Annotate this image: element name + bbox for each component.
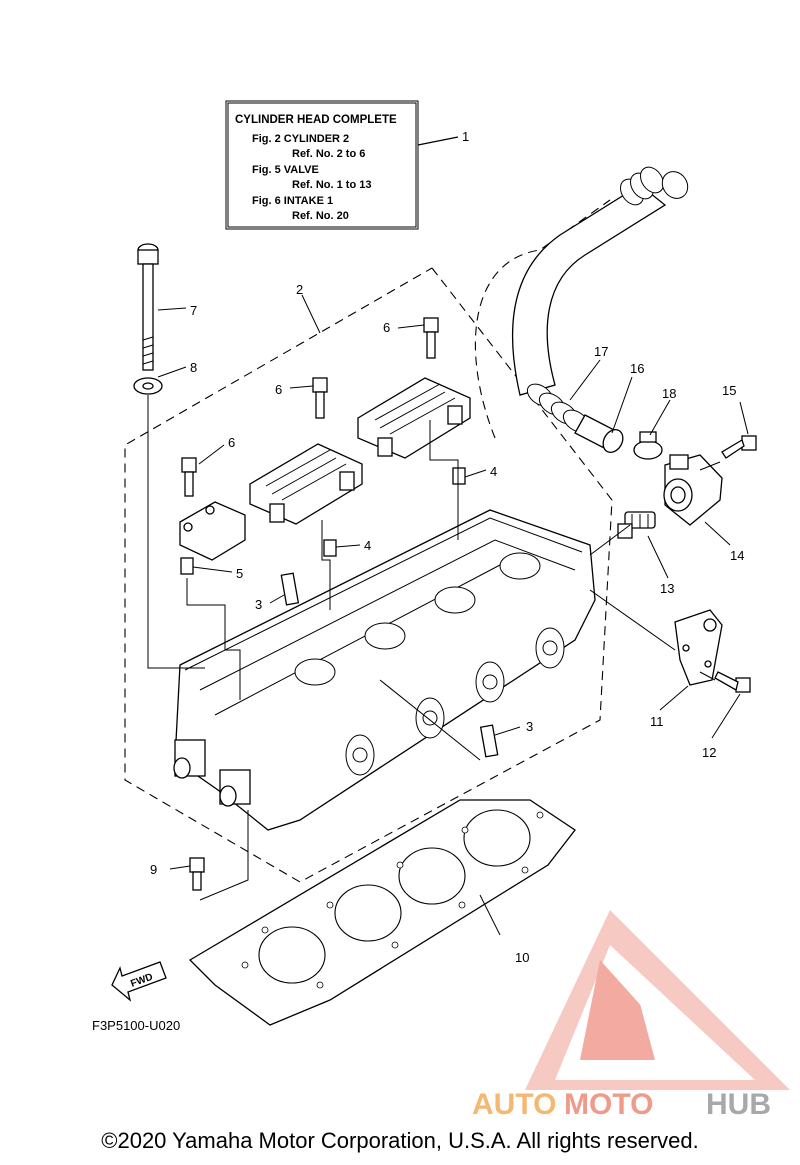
plug-3-a [280,572,300,606]
dowel-pin-4-a [452,467,466,485]
legend-title: CYLINDER HEAD COMPLETE [235,114,397,126]
callout-4-b: 4 [364,538,371,553]
legend-line-2-fig: Fig. 5 VALVE [252,164,319,176]
bolt-12 [714,671,751,693]
leader-1 [417,136,459,146]
copyright-notice: ©2020 Yamaha Motor Corporation, U.S.A. A… [101,1128,699,1153]
legend-line-3-ref: Ref. No. 20 [292,210,349,222]
callout-10: 10 [515,950,529,965]
plug-3-b [479,724,499,758]
bolt-15 [721,435,757,459]
bolt-6-a [423,317,439,359]
temperature-sensor [617,511,656,539]
callout-16: 16 [630,361,644,376]
callout-9: 9 [150,862,157,877]
callout-5: 5 [236,566,243,581]
cooling-hose [511,166,689,453]
callout-8: 8 [190,360,197,375]
legend-line-1-fig: Fig. 2 CYLINDER 2 [252,133,349,145]
dowel-pin-4-b [323,539,337,557]
callout-13: 13 [660,581,674,596]
camshaft-cap-front [179,501,246,561]
callout-2: 2 [296,282,303,297]
legend-line-3-fig: Fig. 6 INTAKE 1 [252,195,333,207]
forward-direction-arrow: FWD [111,961,167,1002]
callout-6-a: 6 [383,320,390,335]
bolt-9 [189,857,205,891]
callout-4-a: 4 [490,464,497,479]
dowel-pin-5 [180,557,194,575]
washer [133,377,163,395]
cylinder-head-legend-box: CYLINDER HEAD COMPLETE Fig. 2 CYLINDER 2… [225,100,419,230]
callout-18: 18 [662,386,676,401]
callout-7: 7 [190,303,197,318]
thermostat-housing [663,454,723,526]
head-gasket [188,799,576,1026]
bolt-6-b [312,377,328,419]
callout-12: 12 [702,745,716,760]
long-bolt [137,243,159,371]
subassembly-dashed-outline [124,267,613,883]
watermark-moto: MOTO [564,1088,653,1121]
legend-line-1-ref: Ref. No. 2 to 6 [292,148,365,160]
callout-1: 1 [462,129,469,144]
callout-leaders [157,294,749,936]
callout-numbers: 1 2 3 3 4 4 5 6 6 6 7 8 9 10 11 12 13 14… [150,129,744,965]
cover-plate [674,609,723,686]
callout-15: 15 [722,383,736,398]
callout-6-c: 6 [228,435,235,450]
legend-line-2-ref: Ref. No. 1 to 13 [292,179,371,191]
camshaft-cap-rear [357,377,471,459]
camshaft-cap-middle [249,443,363,525]
assembly-leader-lines [147,395,721,901]
watermark-hub: HUB [706,1088,771,1121]
callout-3-a: 3 [255,597,262,612]
watermark-auto: AUTO [472,1088,556,1121]
callout-17: 17 [594,344,608,359]
hose-clamp [633,431,663,460]
callout-6-b: 6 [275,382,282,397]
bolt-6-c [181,457,197,497]
cylinder-head [173,509,596,831]
callout-11: 11 [650,714,664,729]
automotohub-logo [525,910,790,1090]
callout-3-b: 3 [526,719,533,734]
diagram-code: F3P5100-U020 [92,1018,180,1033]
watermark-text: AUTO MOTO HUB [472,1088,771,1121]
callout-14: 14 [730,548,744,563]
